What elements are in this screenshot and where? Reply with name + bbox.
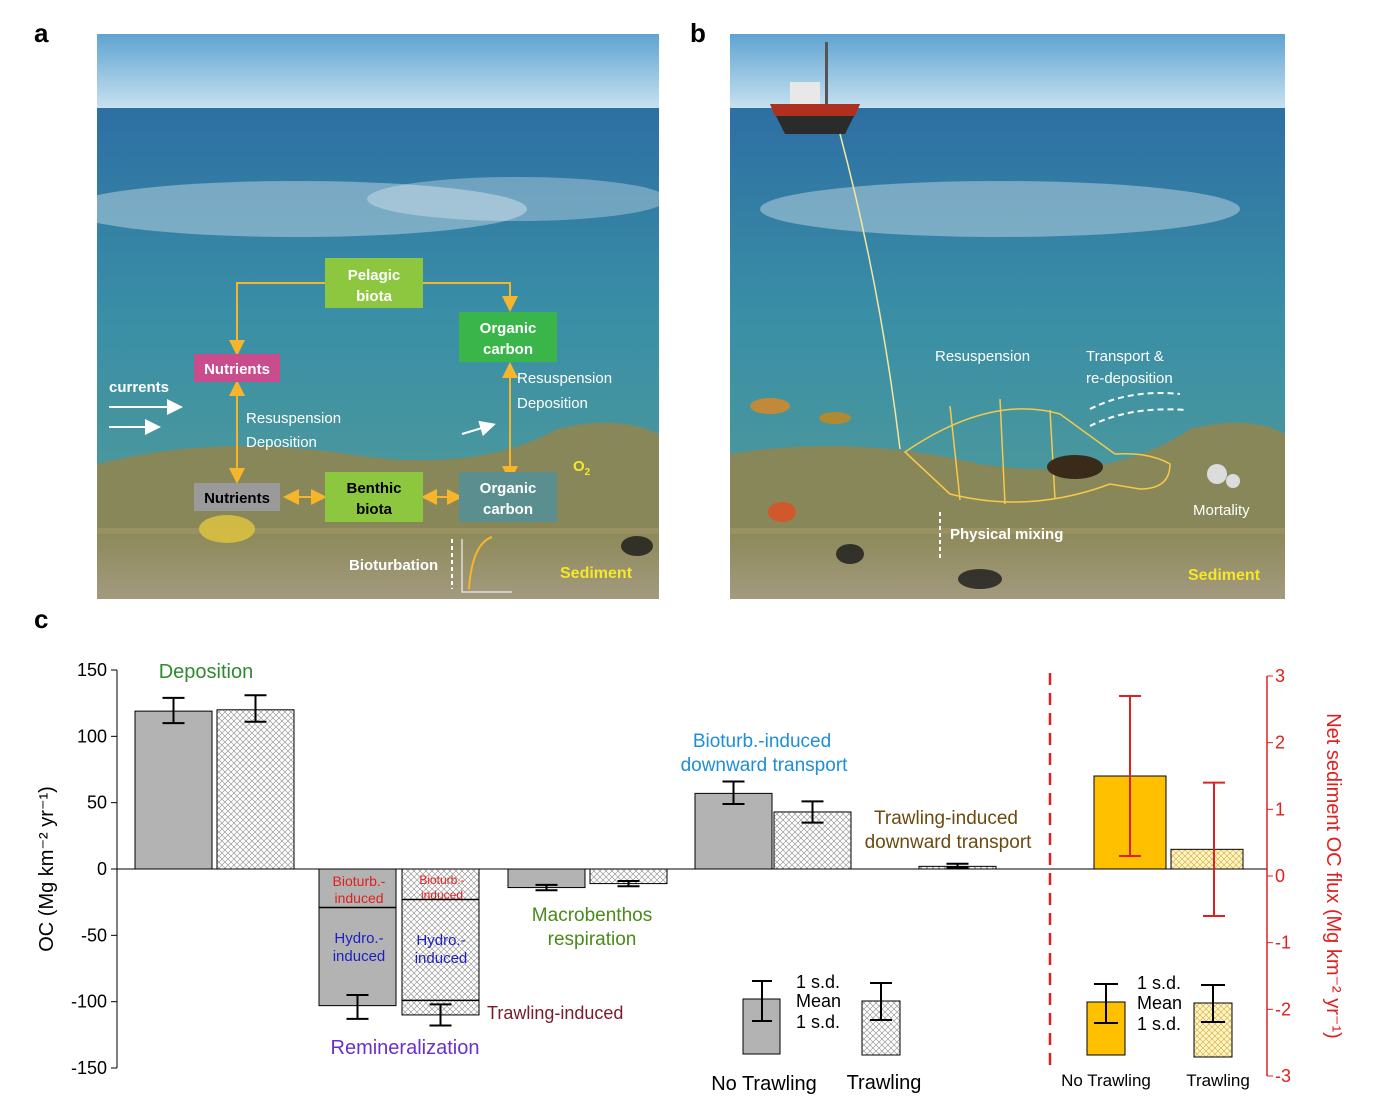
left-y-tick-label: 0 [97,859,107,879]
shells-icon [1207,464,1240,488]
pelagic-biota-label-2: biota [356,288,392,305]
right-y-tick-label: -2 [1275,999,1291,1019]
nutrients-water-box [194,354,280,382]
legend-right-no-trawling: No Trawling [1061,1071,1151,1090]
left-y-axis-label: OC (Mg km⁻² yr⁻¹) [36,786,58,952]
legend-left: 1 s.d. Mean 1 s.d. No Trawling Trawling [711,972,921,1095]
resuspension-left-label: Resuspension [246,410,341,427]
panel-b-illustration: Resuspension Transport & re-deposition P… [730,34,1285,599]
legend-left-sd-top: 1 s.d. [796,972,840,992]
resuspension-right-label: Resuspension [517,370,612,387]
currents-label: currents [109,379,169,396]
panel-label-c: c [34,604,49,634]
macrobenthos-annotation-1: Macrobenthos [532,905,652,926]
hydro-induced-annotation-1: Hydro.- [334,930,383,947]
bar-no-trawling [134,710,213,870]
trawl-net-icon [903,398,1171,505]
legend-left-trawling: Trawling [847,1072,922,1094]
legend-right-trawling: Trawling [1186,1071,1250,1090]
organic-carbon-water-label-2: carbon [483,341,533,358]
bioturb-down-annotation-2: downward transport [681,755,849,776]
bioturb-induced-annotation-1: Bioturb.- [333,873,386,889]
hydro-induced-annotation-2: induced [333,948,386,965]
o2-label: O2 [573,458,591,478]
pelagic-biota-label-1: Pelagic [348,267,401,284]
resuspension-label-b: Resuspension [935,348,1030,365]
right-y-axis-label: Net sediment OC flux (Mg km⁻² yr⁻¹) [1322,713,1344,1039]
bioturbation-label: Bioturbation [349,557,438,574]
net-flux-bar-trawling [1170,848,1244,870]
legend-right-mean: Mean [1137,993,1182,1013]
remineralization-annotation: Remineralization [331,1037,480,1059]
left-y-tick-label: -150 [71,1058,107,1078]
benthic-biota-box [325,472,423,522]
right-y-tick-label: 3 [1275,666,1285,686]
organic-carbon-water-label-1: Organic [480,320,537,337]
crab-icon [768,502,796,522]
o2-profile-icon [461,539,512,593]
nutrients-water-label: Nutrients [204,361,270,378]
trawler-boat-icon [770,42,860,134]
trawl-down-annotation-1: Trawling-induced [874,808,1018,829]
physical-mixing-label: Physical mixing [950,526,1063,543]
mortality-label: Mortality [1193,502,1250,519]
pelagic-biota-box [325,258,423,308]
bar-no-trawling [318,868,397,1007]
hydro-induced-annotation-t1: Hydro.- [416,932,465,949]
panel-label-a: a [34,18,49,48]
left-y-tick-label: 50 [87,793,107,813]
sediment-label-b: Sediment [1188,567,1261,584]
legend-right-sd-top: 1 s.d. [1137,973,1181,993]
organic-carbon-sediment-label-1: Organic [480,480,537,497]
legend-left-no-trawling: No Trawling [711,1073,817,1095]
bioturb-down-annotation-1: Bioturb.-induced [693,731,831,752]
trawl-cable [839,133,901,450]
benthic-biota-label-2: biota [356,501,392,518]
legend-right-sd-bottom: 1 s.d. [1137,1014,1181,1034]
trawling-induced-annotation: Trawling-induced [487,1003,623,1023]
bioturb-induced-annotation-2: induced [334,890,383,906]
hydro-induced-annotation-t2: induced [415,950,468,967]
right-y-tick-label: 0 [1275,866,1285,886]
transport-label-1: Transport & [1086,348,1164,365]
right-y-tick-label: 2 [1275,733,1285,753]
organic-carbon-sediment-box [459,472,557,522]
transport-arrows-icon [1089,392,1186,427]
deposition-annotation: Deposition [159,661,254,683]
panel-label-b: b [690,18,706,48]
macrobenthos-annotation-2: respiration [548,929,637,950]
left-y-tick-label: -100 [71,992,107,1012]
panel-c-chart: 150 100 50 0 -50 -100 -150 OC (Mg km⁻² yr⁻¹) 3 2 1… [36,660,1344,1095]
nutrients-sediment-label: Nutrients [204,490,270,507]
legend-left-mean: Mean [796,991,841,1011]
bar-no-trawling [694,792,773,870]
bioturb-induced-annotation-t2: induced [421,888,463,902]
right-y-tick-label: -3 [1275,1066,1291,1086]
bioturb-induced-annotation-t1: Bioturb.- [419,873,464,887]
nutrients-sediment-box [194,483,280,511]
sediment-label-a: Sediment [560,565,633,582]
right-y-tick-label: -1 [1275,933,1291,953]
organic-carbon-sediment-label-2: carbon [483,501,533,518]
fish-icon [750,398,851,424]
trawl-down-annotation-2: downward transport [865,832,1033,853]
left-y-tick-label: 150 [77,660,107,680]
legend-left-sd-bottom: 1 s.d. [796,1012,840,1032]
bar-trawling [216,709,295,870]
deposition-right-label: Deposition [517,395,588,412]
left-y-tick-label: -50 [81,925,107,945]
left-y-tick-label: 100 [77,726,107,746]
deposition-left-label: Deposition [246,434,317,451]
right-y-tick-label: 1 [1275,799,1285,819]
legend-right: 1 s.d. Mean 1 s.d. No Trawling Trawling [1061,973,1250,1090]
organic-carbon-water-box [459,312,557,362]
benthic-biota-label-1: Benthic [346,480,401,497]
panel-a-illustration: Pelagic biota Organic carbon Nutrients N… [97,34,659,599]
transport-label-2: re-deposition [1086,370,1173,387]
